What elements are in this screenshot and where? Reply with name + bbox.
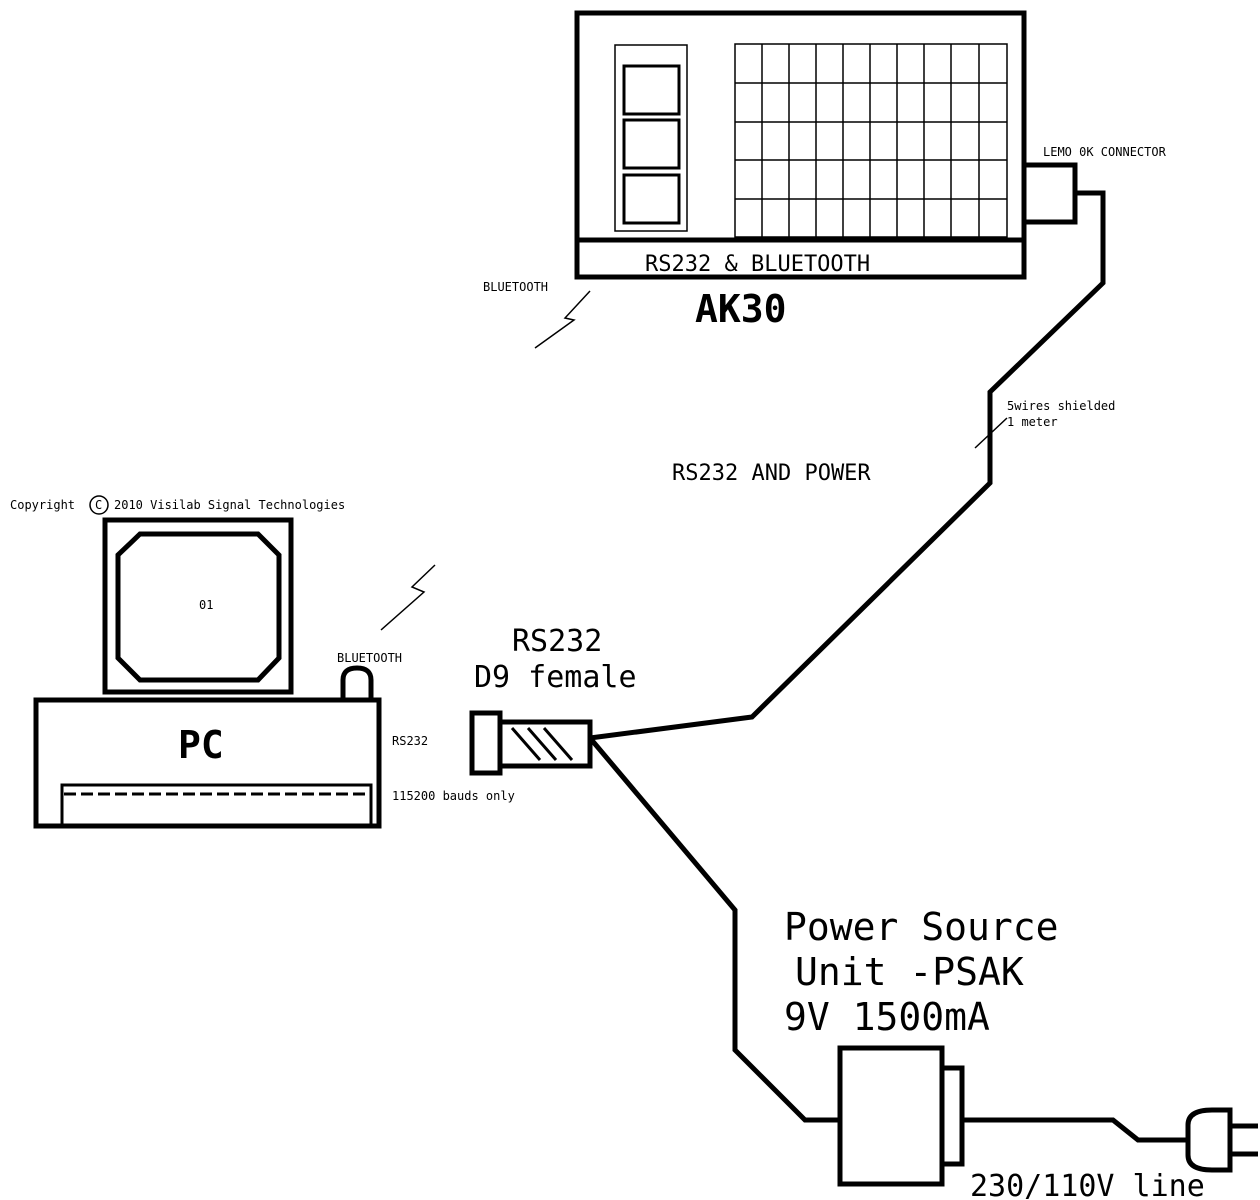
psu-label-line1: Power Source xyxy=(784,905,1059,949)
rs232-power-cable xyxy=(589,190,1106,741)
pc-port-label: RS232 xyxy=(392,734,428,748)
cable-spec-line1: 5wires shielded xyxy=(1007,399,1115,413)
power-cable xyxy=(588,736,840,1123)
ak30-button-2 xyxy=(622,118,681,170)
ak30-device: RS232 & BLUETOOTH AK30 LEMO 0K CONNECTOR… xyxy=(483,10,1167,349)
ak30-panel-label: RS232 & BLUETOOTH xyxy=(645,252,870,277)
ak30-bluetooth-icon xyxy=(534,290,591,349)
mains-cable xyxy=(962,1117,1188,1143)
psu-body xyxy=(837,1045,945,1187)
d9-label-line1: RS232 xyxy=(512,624,602,659)
ak30-button-3 xyxy=(622,173,681,225)
power-source-unit: Power Source Unit -PSAK 9V 1500mA 230/11… xyxy=(784,905,1258,1200)
cable-spec-line2: 1 meter xyxy=(1007,415,1058,429)
psu-label-line3: 9V 1500mA xyxy=(784,995,990,1039)
psu-label-line2: Unit -PSAK xyxy=(795,950,1024,994)
cable-spec-leader xyxy=(974,417,1008,449)
d9-shell xyxy=(469,710,503,776)
lemo-connector-label: LEMO 0K CONNECTOR xyxy=(1043,145,1167,159)
cable-label: RS232 AND POWER xyxy=(672,461,871,486)
mains-plug xyxy=(1185,1107,1233,1173)
pc-name: PC xyxy=(178,723,224,767)
d9-connector: RS232 D9 female xyxy=(469,624,637,776)
lemo-connector xyxy=(1021,162,1078,225)
ak30-button-frame xyxy=(614,44,688,232)
ak30-display-grid xyxy=(734,43,1008,238)
pc-monitor xyxy=(102,517,294,695)
ak30-bluetooth-label: BLUETOOTH xyxy=(483,280,548,294)
ak30-housing xyxy=(574,10,1027,280)
pc-screen xyxy=(115,531,282,683)
copyright-symbol: C xyxy=(95,498,102,512)
d9-label-line2: D9 female xyxy=(474,660,637,695)
d9-body xyxy=(497,719,593,769)
pc-drive-bay xyxy=(60,783,373,828)
pc-screen-text: 01 xyxy=(199,598,213,612)
copyright-prefix: Copyright xyxy=(10,498,75,512)
copyright-text: 2010 Visilab Signal Technologies xyxy=(114,498,345,512)
pc-bluetooth-dongle xyxy=(340,665,374,700)
ak30-name: AK30 xyxy=(695,287,787,331)
cables xyxy=(588,190,1188,1143)
pc-bluetooth-label: BLUETOOTH xyxy=(337,651,402,665)
pc: 01 PC BLUETOOTH RS232 115200 bauds only xyxy=(33,517,515,829)
mains-label: 230/110V line xyxy=(970,1169,1205,1200)
pc-baud-label: 115200 bauds only xyxy=(392,789,515,803)
copyright-symbol-ring xyxy=(89,495,109,515)
psu-cap xyxy=(939,1065,965,1167)
ak30-button-1 xyxy=(622,64,681,116)
pc-bluetooth-icon xyxy=(380,564,436,631)
